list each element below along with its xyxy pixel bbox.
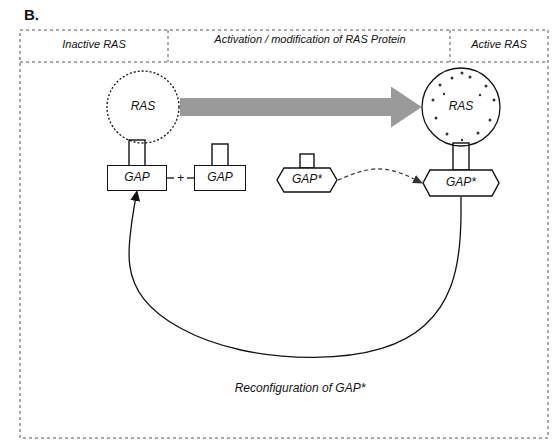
gap-stem bbox=[453, 143, 469, 170]
node-text: GAP* bbox=[292, 173, 322, 186]
protein-outline bbox=[107, 71, 179, 143]
gap-block: GAP bbox=[194, 165, 246, 191]
gap-stem bbox=[129, 140, 145, 166]
column-divider bbox=[450, 30, 451, 62]
modification-link bbox=[338, 169, 414, 180]
node-text: GAP bbox=[207, 171, 232, 184]
protein-outline bbox=[422, 68, 500, 146]
node-text: RAS bbox=[449, 100, 474, 113]
node-text: GAP bbox=[124, 171, 149, 184]
modified-gap: GAP* bbox=[422, 169, 500, 197]
gap-block: GAP bbox=[107, 165, 167, 191]
activation-dots bbox=[432, 72, 496, 142]
column-header: Activation / modification of RAS Protein bbox=[200, 33, 420, 46]
panel-frame bbox=[20, 30, 548, 438]
column-header: Active RAS bbox=[452, 38, 546, 51]
recycle-arrow bbox=[129, 197, 461, 357]
edge-label: + bbox=[174, 171, 187, 185]
column-header: Inactive RAS bbox=[22, 38, 166, 51]
edge-label: Reconfiguration of GAP* bbox=[232, 381, 369, 395]
node-text: GAP* bbox=[446, 176, 476, 189]
active-ras-protein: RAS bbox=[421, 67, 501, 147]
panel-letter: B. bbox=[24, 6, 54, 24]
modified-gap-outline bbox=[277, 168, 337, 192]
modified-gap-outline bbox=[423, 170, 499, 196]
header-divider bbox=[20, 62, 548, 63]
activation-arrow bbox=[180, 98, 391, 116]
modified-gap: GAP* bbox=[276, 167, 338, 193]
gap-stem bbox=[212, 144, 228, 166]
ras-protein: RAS bbox=[106, 70, 180, 144]
node-text: RAS bbox=[131, 100, 156, 113]
column-divider bbox=[168, 30, 169, 62]
gap-stem bbox=[300, 154, 314, 168]
